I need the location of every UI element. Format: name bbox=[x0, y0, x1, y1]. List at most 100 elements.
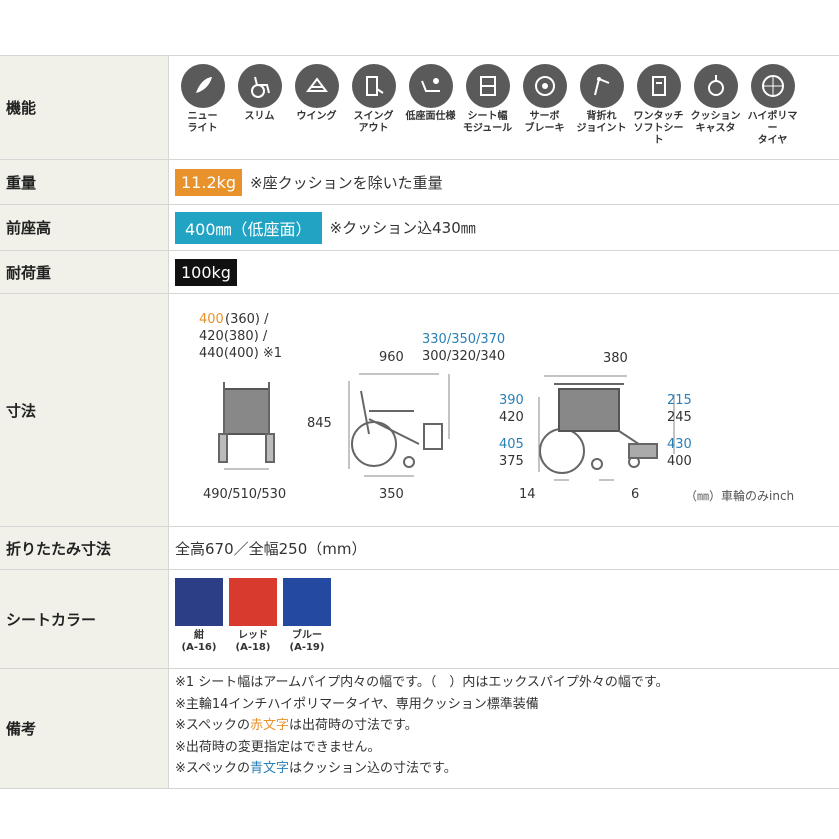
feature-high-polymer: ハイポリマー タイヤ bbox=[746, 64, 799, 147]
color-swatch: 紺(A-16) bbox=[175, 578, 223, 654]
feature-caption: スリム bbox=[244, 111, 275, 122]
feature-caption: ウイング bbox=[296, 111, 337, 122]
feature-caption: クッション キャスタ bbox=[690, 111, 741, 134]
wing-icon bbox=[294, 64, 339, 108]
swatch-box bbox=[175, 578, 223, 626]
feature-cushion-caster: クッション キャスタ bbox=[689, 64, 742, 135]
seat-height-note: ※クッション込430㎜ bbox=[329, 219, 476, 237]
front-width: 490/510/530 bbox=[203, 487, 287, 502]
note-text: ※スペックの bbox=[175, 761, 250, 776]
unit-note: （㎜）車輪のみinch bbox=[685, 489, 795, 503]
feature-caption: ハイポリマー タイヤ bbox=[747, 111, 798, 146]
color-swatch: レッド(A-18) bbox=[229, 578, 277, 654]
wheelchair-slim-icon bbox=[237, 64, 282, 108]
swatch-code: (A-16) bbox=[181, 642, 217, 653]
seat-width-orange: 400 bbox=[199, 312, 224, 327]
swatch-name: 紺 bbox=[194, 630, 204, 641]
seat-width-line2: 420(380) / bbox=[199, 329, 268, 344]
note-emphasis: 青文字 bbox=[249, 761, 289, 776]
color-swatch: ブルー(A-19) bbox=[283, 578, 331, 654]
caster-icon bbox=[693, 64, 738, 108]
feature-caption: 背折れ ジョイント bbox=[576, 111, 627, 134]
swatch-code: (A-19) bbox=[289, 642, 325, 653]
row-seat-color: シートカラー 紺(A-16)レッド(A-18)ブルー(A-19) bbox=[0, 570, 839, 669]
seat-width-icon bbox=[465, 64, 510, 108]
row-dimensions: 寸法 bbox=[0, 294, 839, 527]
back-blue: 215 bbox=[667, 393, 692, 408]
note-text: ※スペックの bbox=[175, 718, 250, 733]
seat-width-line3: 440(400) ※1 bbox=[199, 346, 283, 361]
row-seat-height: 前座高 400㎜（低座面） ※クッション込430㎜ bbox=[0, 205, 839, 251]
brake-icon bbox=[522, 64, 567, 108]
seat-h-blue: 405 bbox=[499, 437, 524, 452]
front-wheel-size: 6 bbox=[631, 487, 640, 502]
spec-table: 機能 ニュー ライト スリム ウイング スイング アウト低座面仕様シート幅 モジュール… bbox=[0, 55, 839, 789]
feature-caption: ニュー ライト bbox=[187, 111, 218, 134]
feature-new-light: ニュー ライト bbox=[176, 64, 229, 135]
arm-width: 380 bbox=[603, 351, 628, 366]
armrest-blue: 390 bbox=[499, 393, 524, 408]
swing-out-icon bbox=[351, 64, 396, 108]
weight-badge: 11.2kg bbox=[175, 168, 243, 196]
note-line: ※スペックの青文字はクッション込の寸法です。 bbox=[175, 758, 669, 780]
load-badge: 100kg bbox=[175, 258, 237, 286]
swatch-box bbox=[229, 578, 277, 626]
feature-caption: スイング アウト bbox=[353, 111, 394, 134]
feature-fold-joint: 背折れ ジョイント bbox=[575, 64, 628, 135]
row-label: 耐荷重 bbox=[0, 251, 169, 293]
row-label: シートカラー bbox=[0, 570, 169, 668]
one-touch-icon bbox=[636, 64, 681, 108]
feature-caption: ワンタッチ ソフトシート bbox=[633, 111, 684, 146]
note-line: ※主輪14インチハイポリマータイヤ、専用クッション標準装備 bbox=[175, 696, 539, 712]
note-line: ※1 シート幅はアームパイプ内々の幅です。（ ）内はエックスパイプ外々の幅です。 bbox=[175, 675, 669, 690]
armrest: 420 bbox=[499, 410, 524, 425]
feather-icon bbox=[180, 64, 225, 108]
low-seat-icon bbox=[408, 64, 453, 108]
row-load: 耐荷重 100kg bbox=[0, 251, 839, 294]
note-text: はクッション込の寸法です。 bbox=[289, 761, 457, 776]
swatch-code: (A-18) bbox=[235, 642, 271, 653]
row-notes: 備考 ※1 シート幅はアームパイプ内々の幅です。（ ）内はエックスパイプ外々の幅… bbox=[0, 669, 839, 789]
note-text: は出荷時の寸法です。 bbox=[289, 718, 418, 733]
dimension-diagram: 400 (360) / 420(380) / 440(400) ※1 490/5… bbox=[169, 294, 839, 526]
note-line: ※スペックの赤文字は出荷時の寸法です。 bbox=[175, 715, 669, 737]
seat-depth-blue: 330/350/370 bbox=[422, 332, 506, 347]
front-seat: 400 bbox=[667, 454, 692, 469]
rear-wheel-size: 14 bbox=[519, 487, 536, 502]
overall-length: 960 bbox=[379, 350, 404, 365]
swatch-name: ブルー bbox=[292, 630, 322, 641]
feature-slim: スリム bbox=[233, 64, 286, 123]
back: 245 bbox=[667, 410, 692, 425]
wheelbase: 350 bbox=[379, 487, 404, 502]
note-line: ※出荷時の変更指定はできません。 bbox=[175, 739, 381, 755]
note-emphasis: 赤文字 bbox=[249, 718, 289, 733]
overall-height: 845 bbox=[307, 416, 332, 431]
front-seat-blue: 430 bbox=[667, 437, 692, 452]
color-swatches: 紺(A-16)レッド(A-18)ブルー(A-19) bbox=[175, 570, 337, 668]
seat-depth: 300/320/340 bbox=[422, 349, 506, 364]
feature-caption: 低座面仕様 bbox=[405, 111, 456, 122]
feature-icons: ニュー ライト スリム ウイング スイング アウト低座面仕様シート幅 モジュールサーボ… bbox=[176, 56, 803, 159]
tire-icon bbox=[750, 64, 795, 108]
feature-swing-out: スイング アウト bbox=[347, 64, 400, 135]
feature-servo-brake: サーボ ブレーキ bbox=[518, 64, 571, 135]
row-function: 機能 ニュー ライト スリム ウイング スイング アウト低座面仕様シート幅 モジュール… bbox=[0, 56, 839, 160]
folded-value: 全高670／全幅250（mm） bbox=[175, 539, 367, 558]
row-label: 寸法 bbox=[0, 294, 169, 526]
row-label: 備考 bbox=[0, 669, 169, 788]
fold-joint-icon bbox=[579, 64, 624, 108]
feature-caption: シート幅 モジュール bbox=[462, 111, 513, 134]
notes-list: ※1 シート幅はアームパイプ内々の幅です。（ ）内はエックスパイプ外々の幅です。… bbox=[175, 669, 669, 780]
seat-width-line1: (360) / bbox=[225, 312, 269, 327]
seat-h: 375 bbox=[499, 454, 524, 469]
row-label: 機能 bbox=[0, 56, 169, 159]
row-label: 折りたたみ寸法 bbox=[0, 527, 169, 569]
feature-seat-width: シート幅 モジュール bbox=[461, 64, 514, 135]
row-weight: 重量 11.2kg ※座クッションを除いた重量 bbox=[0, 160, 839, 205]
row-label: 重量 bbox=[0, 160, 169, 204]
wheelchair-drawings bbox=[218, 373, 675, 481]
feature-low-seat: 低座面仕様 bbox=[404, 64, 457, 123]
feature-caption: サーボ ブレーキ bbox=[524, 111, 565, 134]
swatch-name: レッド bbox=[238, 630, 268, 641]
weight-note: ※座クッションを除いた重量 bbox=[250, 173, 443, 192]
